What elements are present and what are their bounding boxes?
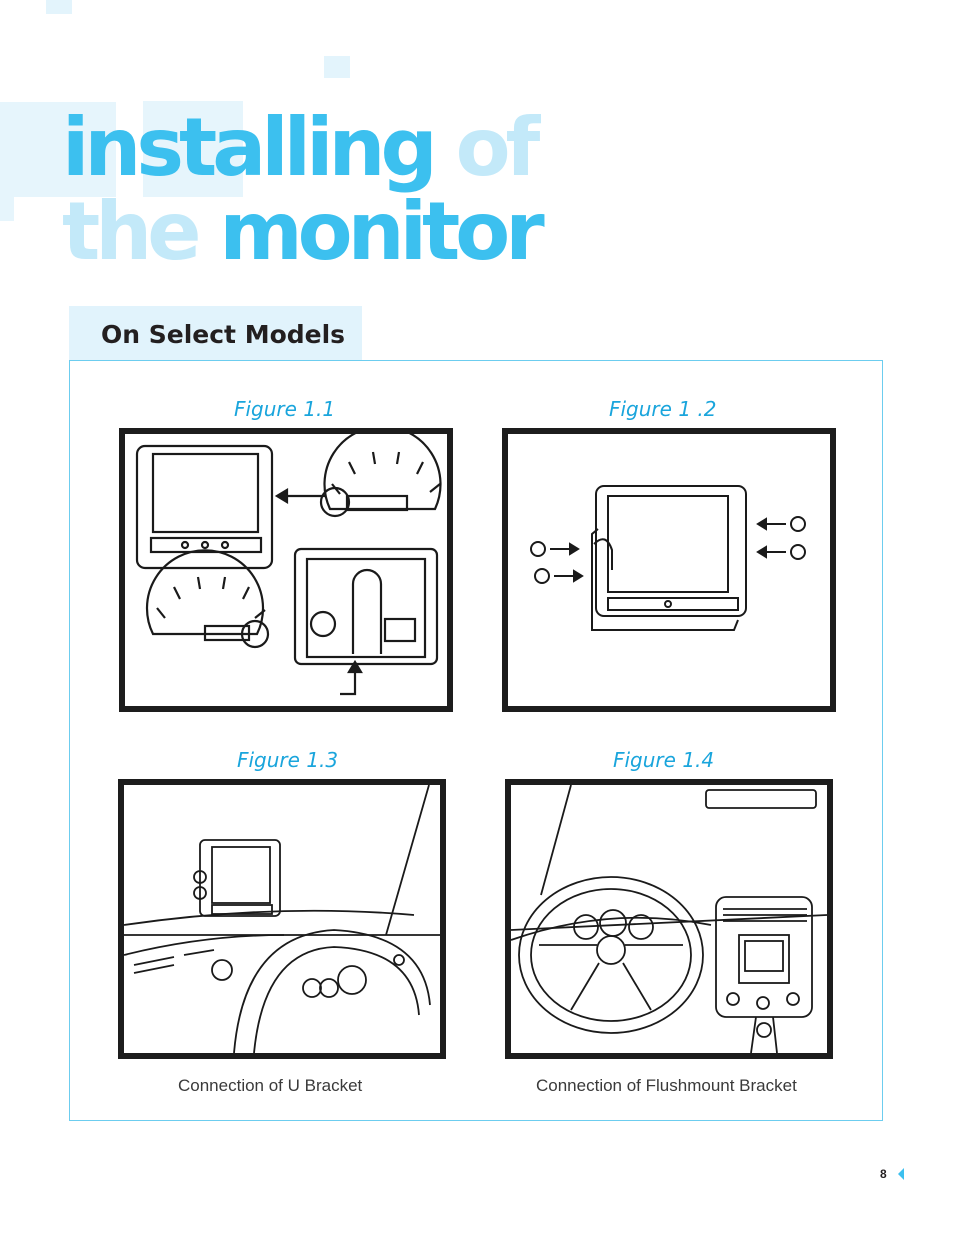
section-label: On Select Models: [101, 320, 346, 349]
title-word-of: of: [455, 101, 541, 194]
decor-block: [0, 197, 14, 221]
figure-1-3-illustration: [118, 779, 446, 1059]
title-word-the: the: [62, 185, 201, 278]
title-word-installing: installing: [62, 101, 438, 194]
decor-square: [46, 0, 72, 14]
figure-1-2-label: Figure 1 .2: [609, 397, 717, 421]
decor-square: [324, 56, 350, 78]
page-arrow-icon: [898, 1168, 904, 1180]
page-number: 8: [880, 1167, 887, 1181]
decor-block: [143, 101, 243, 197]
figures-panel: Figure 1.1 Figure 1 .2 Figure 1.3 Figure…: [69, 360, 883, 1121]
figure-1-1-label: Figure 1.1: [234, 397, 336, 421]
figure-1-2-illustration: [502, 428, 836, 712]
figure-1-4-label: Figure 1.4: [613, 748, 715, 772]
caption-u-bracket: Connection of U Bracket: [178, 1076, 363, 1095]
figure-1-3-label: Figure 1.3: [237, 748, 339, 772]
figure-1-1-illustration: [119, 428, 453, 712]
decor-block: [0, 102, 116, 197]
title-word-monitor: monitor: [219, 185, 544, 278]
figure-1-4-illustration: [505, 779, 833, 1059]
caption-flushmount-bracket: Connection of Flushmount Bracket: [536, 1076, 797, 1095]
section-tab: On Select Models: [69, 306, 362, 360]
page-title: installing of the monitor: [62, 106, 545, 274]
